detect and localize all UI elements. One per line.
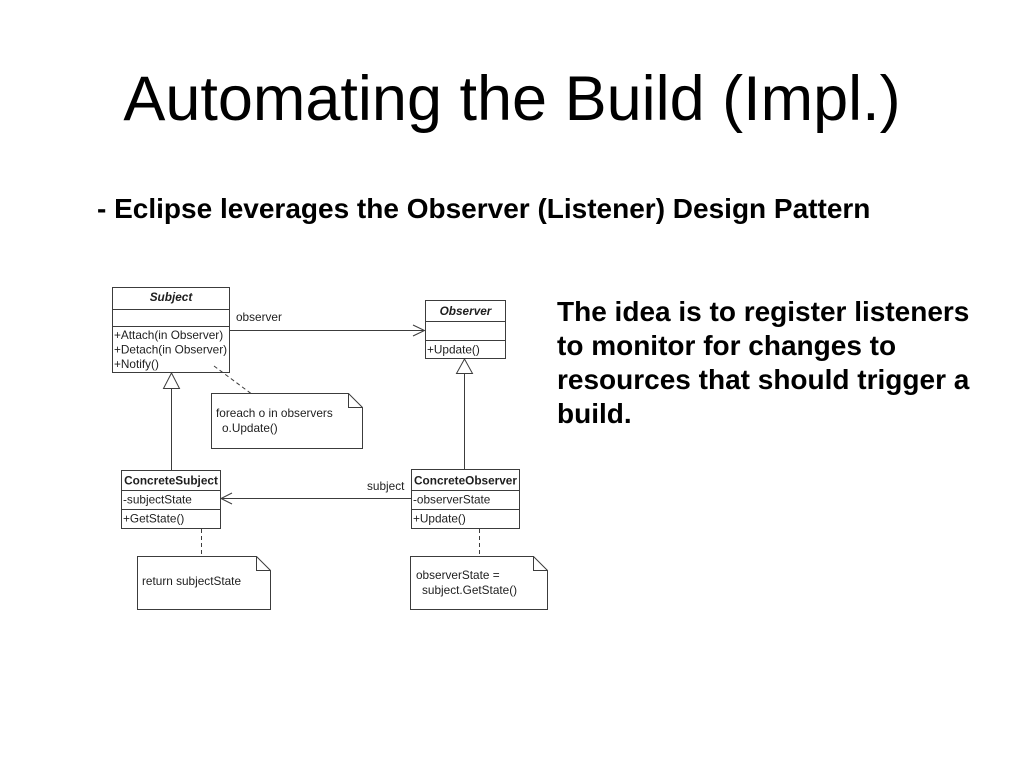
subject-operation-notify: +Notify() [114,357,159,371]
observer-association: observer [229,310,426,337]
body-text-line: build. [557,398,632,429]
observer-generalization [455,357,474,470]
concrete-observer-class-box [411,469,520,529]
concrete-subject-class-box [121,470,221,529]
observer-operation-update: +Update() [427,343,480,357]
subject-class-box [112,287,230,373]
subject-generalization-triangle [162,371,181,389]
update-note-line: subject.GetState() [422,583,517,597]
subject-operation-attach: +Attach(in Observer) [114,328,223,342]
notify-note-line: foreach o in observers [216,406,333,420]
slide-title: Automating the Build (Impl.) [123,64,901,134]
observer-class-box [425,300,506,359]
body-text-line: The idea is to register listeners [557,296,970,327]
observer-generalization-triangle [455,357,474,374]
observer-association-arrowhead [412,324,426,337]
subject-association-label: subject [367,479,405,493]
update-note-box [410,556,548,610]
get-state-note-line: return subjectState [142,574,241,588]
notify-note-box [211,393,363,449]
subject-operation-detach: +Detach(in Observer) [114,343,227,357]
get-state-note: return subjectState [137,529,271,610]
concrete-observer-attribute: -observerState [413,493,491,507]
notify-note: foreach o in observers o.Update() [211,365,363,449]
subject-class: Subject +Attach(in Observer) +Detach(in … [112,287,230,373]
body-text-line: resources that should trigger a [557,364,970,395]
get-state-note-fold [256,556,271,571]
notify-note-fold [348,393,363,408]
concrete-observer-class: ConcreteObserver -observerState +Update(… [411,469,520,529]
observer-class-name: Observer [440,304,493,318]
update-note-line: observerState = [416,568,500,582]
get-state-note-box [137,556,271,610]
concrete-subject-class-name: ConcreteSubject [124,474,218,488]
concrete-subject-class: ConcreteSubject -subjectState +GetState(… [121,470,221,529]
update-note: observerState = subject.GetState() [410,529,548,610]
notify-note-line: o.Update() [222,421,278,435]
body-text-line: to monitor for changes to [557,330,897,361]
subject-class-name: Subject [150,290,194,304]
slide-subtitle-bullet: - Eclipse leverages the Observer (Listen… [97,193,871,224]
notify-note-connector [213,365,252,394]
concrete-observer-class-name: ConcreteObserver [414,474,517,488]
concrete-subject-attribute: -subjectState [123,493,192,507]
slide-body-text: The idea is to register listeners to mon… [557,295,997,431]
observer-pattern-uml-diagram: Subject +Attach(in Observer) +Detach(in … [112,287,548,610]
subject-association: subject [219,479,412,505]
update-note-fold [533,556,548,571]
concrete-observer-operation: +Update() [413,512,466,526]
subject-association-arrowhead [219,492,233,505]
observer-association-label: observer [236,310,282,324]
observer-class: Observer +Update() [425,300,506,359]
subject-generalization [162,371,181,471]
concrete-subject-operation: +GetState() [123,512,184,526]
